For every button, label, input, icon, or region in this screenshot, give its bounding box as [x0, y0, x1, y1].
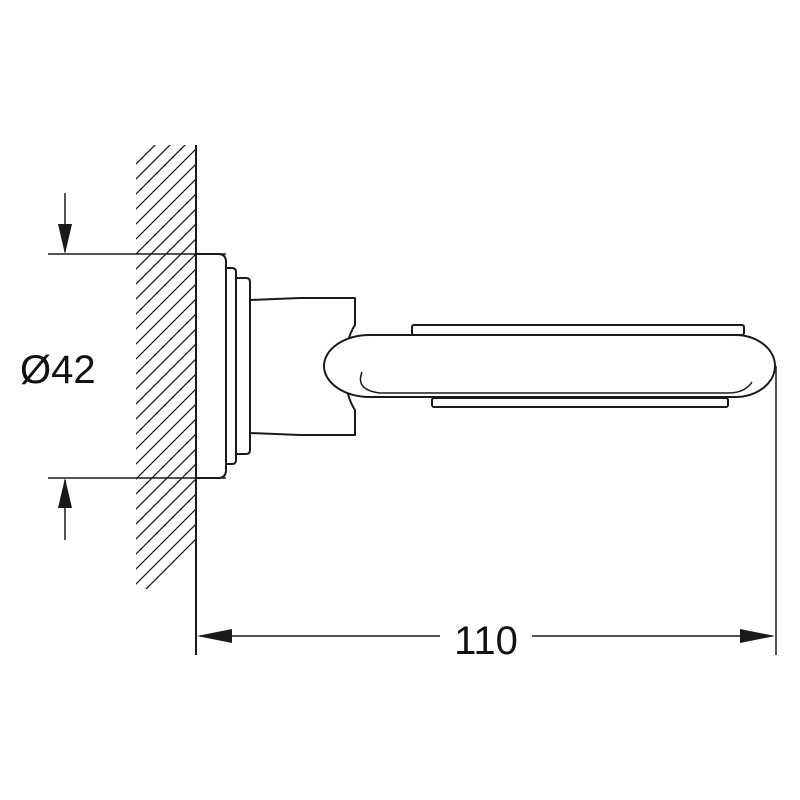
collar — [235, 277, 251, 455]
length-label: 110 — [454, 619, 518, 663]
hatch-line — [136, 328, 196, 390]
diameter-arrowhead-bottom — [58, 478, 72, 508]
hatch-line — [136, 373, 196, 435]
hatch-line — [136, 313, 196, 375]
hatch-line — [136, 418, 196, 480]
hatch-line — [136, 448, 196, 510]
length-arrowhead-left — [197, 629, 232, 643]
ring-inner-line — [359, 371, 753, 394]
hatch-line — [136, 298, 196, 360]
hatch-line — [136, 463, 196, 525]
hatch-line — [136, 403, 196, 465]
hatch-line — [136, 178, 196, 240]
flange-ring — [225, 267, 237, 465]
dish-lower-rim — [431, 397, 729, 408]
hatch-line — [136, 148, 196, 210]
hatch-line — [136, 253, 196, 315]
hatch-line — [136, 493, 196, 555]
wall-flange — [195, 253, 227, 479]
hatch-line — [136, 388, 196, 450]
hatch-line — [136, 238, 196, 300]
hatch-line — [136, 193, 196, 255]
diameter-arrowhead-top — [58, 224, 72, 254]
hatch-line — [136, 145, 156, 165]
hatch-line — [136, 268, 196, 330]
hatch-line — [136, 163, 196, 225]
hatch-line — [145, 538, 196, 589]
hatch-line — [136, 343, 196, 405]
hatch-line — [136, 433, 196, 495]
hatch-line — [136, 145, 171, 180]
hatch-line — [136, 478, 196, 540]
dish-upper-rim — [411, 324, 745, 336]
length-arrowhead-right — [740, 629, 775, 643]
hatch-line — [136, 145, 186, 195]
hatch-line — [136, 208, 196, 270]
ring-holder — [323, 334, 776, 398]
wall-hatching — [136, 145, 196, 589]
diameter-label: Ø42 — [20, 348, 96, 392]
hatch-line — [136, 358, 196, 420]
hatch-line — [136, 508, 196, 570]
hatch-line — [136, 523, 196, 585]
hatch-line — [136, 223, 196, 285]
hatch-line — [136, 283, 196, 345]
